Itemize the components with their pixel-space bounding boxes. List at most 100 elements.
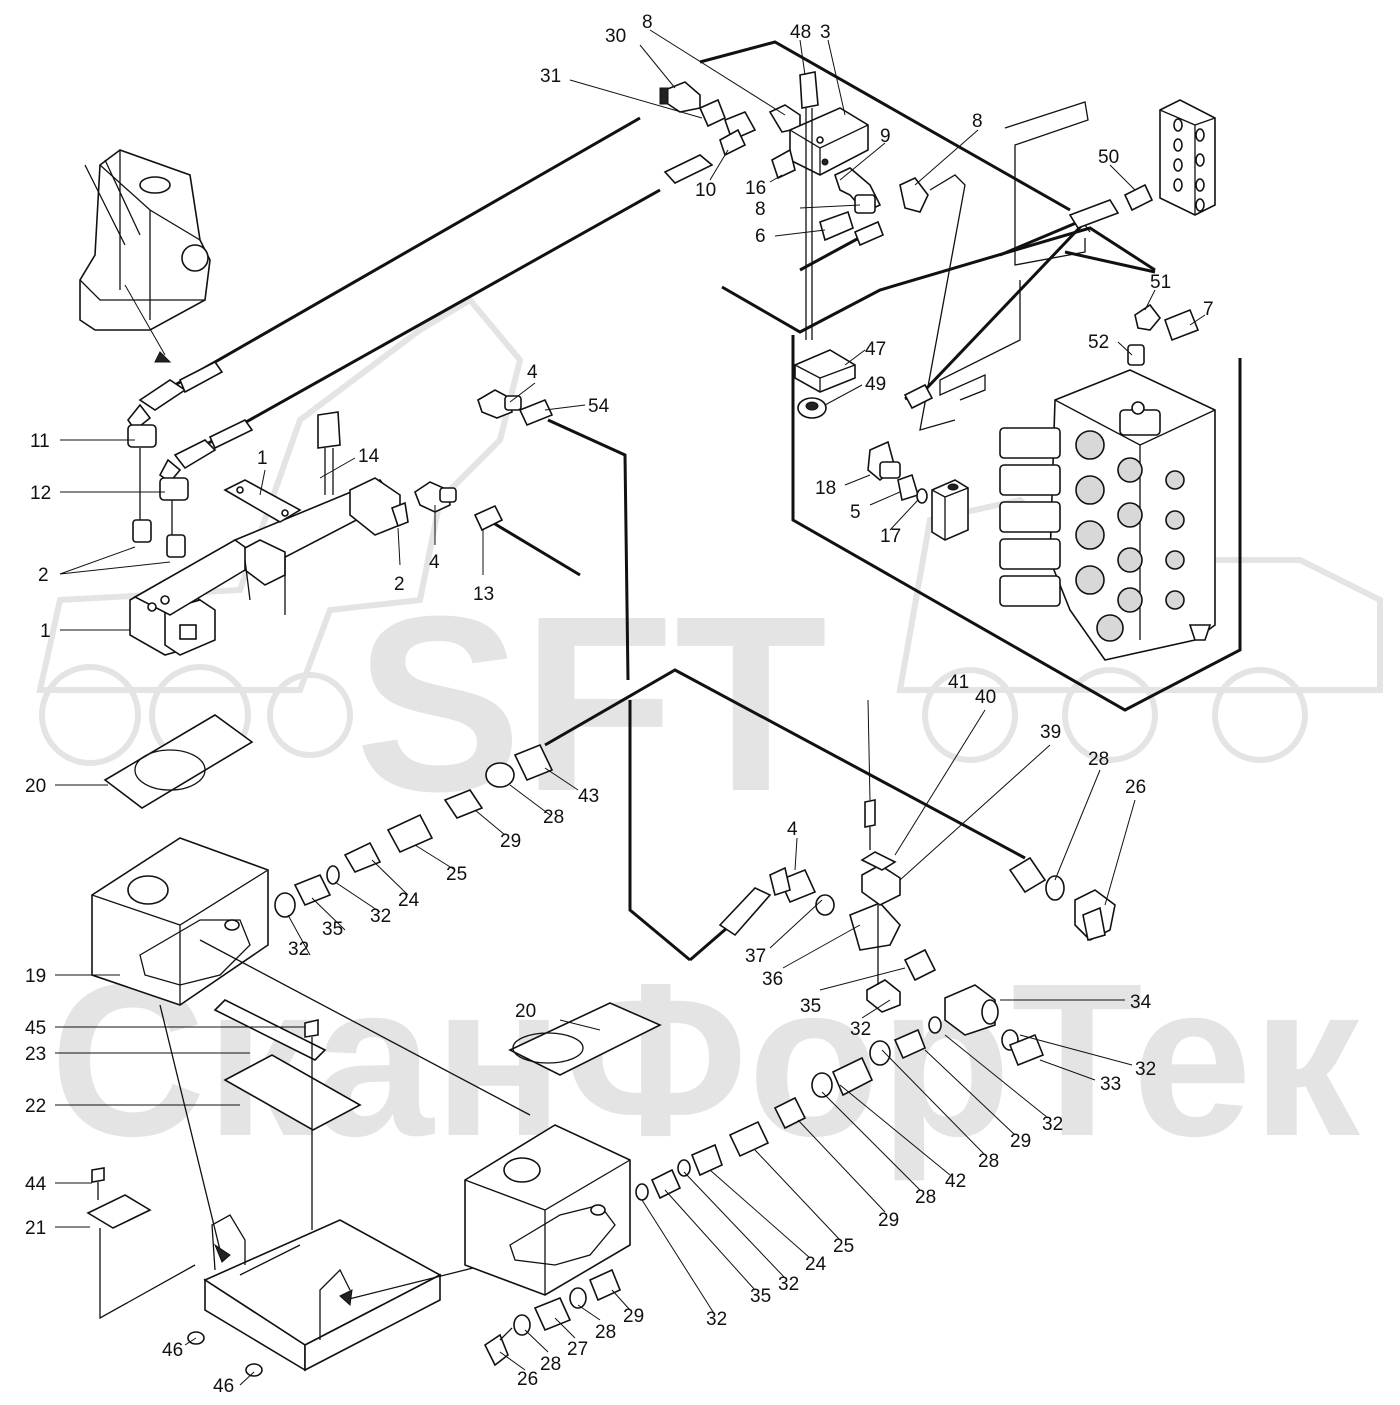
callout-2-left: 2	[38, 565, 49, 586]
tank-2	[464, 1124, 631, 1296]
callout-5: 5	[850, 502, 861, 523]
callout-37: 37	[745, 946, 766, 967]
callout-44: 44	[25, 1174, 47, 1195]
callout-28-f: 28	[540, 1354, 561, 1375]
callout-28-d: 28	[915, 1187, 936, 1208]
callout-12: 12	[30, 483, 51, 504]
callout-33: 33	[1100, 1074, 1121, 1095]
callout-48: 48	[790, 22, 811, 43]
callout-6: 6	[755, 226, 766, 247]
tank-19	[91, 837, 269, 1006]
callout-52: 52	[1088, 332, 1109, 353]
callout-8-top: 8	[642, 12, 653, 33]
callout-47: 47	[865, 339, 886, 360]
callout-34: 34	[1130, 992, 1152, 1013]
callout-4-lower: 4	[787, 819, 798, 840]
callout-29-b: 29	[1010, 1131, 1031, 1152]
watermark-truck-left	[36, 296, 524, 766]
valve-spools	[999, 427, 1061, 607]
callout-50: 50	[1098, 147, 1119, 168]
distributor-fittings	[867, 99, 1216, 541]
top-fittings	[659, 71, 929, 247]
callout-27: 27	[567, 1339, 588, 1360]
callout-8-mid: 8	[755, 199, 766, 220]
callout-36: 36	[762, 969, 783, 990]
callout-9: 9	[880, 126, 891, 147]
manifold-holes	[1173, 118, 1205, 212]
callout-1-left: 1	[40, 621, 51, 642]
callout-32-e: 32	[1042, 1114, 1063, 1135]
callout-20-center: 20	[515, 1001, 536, 1022]
callout-30: 30	[605, 26, 626, 47]
left-connector-chain	[199, 743, 554, 1116]
callout-32-f: 32	[778, 1274, 799, 1295]
callout-35-c: 35	[750, 1286, 771, 1307]
valve-ports	[1075, 430, 1185, 642]
callout-26-b: 26	[517, 1369, 538, 1390]
callout-32-g: 32	[706, 1309, 727, 1330]
callout-4-top: 4	[527, 362, 538, 383]
watermark-logo: SFT	[355, 564, 827, 843]
callout-32-b: 32	[370, 906, 391, 927]
callout-29-c: 29	[878, 1210, 899, 1231]
callout-29-a: 29	[500, 831, 521, 852]
callout-54: 54	[588, 396, 610, 417]
callout-3: 3	[820, 22, 831, 43]
callout-29-d: 29	[623, 1306, 644, 1327]
callout-42: 42	[945, 1171, 966, 1192]
callout-35-a: 35	[322, 919, 343, 940]
callout-46-b: 46	[213, 1376, 234, 1397]
callout-16: 16	[745, 178, 766, 199]
cylinder-fittings	[390, 389, 554, 532]
watermark-company: СканФорТек	[50, 939, 1361, 1182]
boom-bracket	[79, 149, 211, 363]
callout-49: 49	[865, 374, 886, 395]
callout-32-a: 32	[288, 939, 309, 960]
callout-28-c: 28	[978, 1151, 999, 1172]
callout-24-a: 24	[398, 890, 420, 911]
callout-35-b: 35	[800, 996, 821, 1017]
callout-17: 17	[880, 526, 901, 547]
tank-frame	[159, 1004, 486, 1377]
callout-28-e: 28	[595, 1322, 616, 1343]
callout-1-plate: 1	[257, 448, 268, 469]
callout-20-left: 20	[25, 776, 46, 797]
callout-41: 41	[948, 672, 969, 693]
callout-25-a: 25	[446, 864, 467, 885]
callout-labels: 11 12 2 1 1 14 4 54 4 2 13 30 31 8 48 3 …	[25, 12, 1214, 1397]
callout-24-b: 24	[805, 1254, 827, 1275]
hose-fittings-left	[127, 360, 254, 558]
callout-28-b: 28	[1088, 749, 1109, 770]
callout-4-mid: 4	[429, 552, 440, 573]
callout-7: 7	[1203, 299, 1214, 320]
callout-28-a: 28	[543, 807, 564, 828]
callout-10: 10	[695, 180, 716, 201]
callout-19: 19	[25, 966, 46, 987]
callout-31: 31	[540, 66, 561, 87]
callout-23: 23	[25, 1044, 46, 1065]
callout-39: 39	[1040, 722, 1061, 743]
block-47-nut-49	[794, 108, 856, 419]
callout-11: 11	[30, 431, 50, 452]
lower-connector-chain	[635, 799, 1116, 1201]
gasket-20-center	[508, 1002, 662, 1076]
callout-40: 40	[975, 687, 996, 708]
callout-2-right: 2	[394, 574, 405, 595]
callout-13: 13	[473, 584, 494, 605]
callout-18: 18	[815, 478, 836, 499]
callout-25-b: 25	[833, 1236, 854, 1257]
leader-lines	[55, 29, 1206, 1386]
callout-43: 43	[578, 786, 599, 807]
callout-21: 21	[25, 1218, 46, 1239]
callout-32-d: 32	[1135, 1059, 1156, 1080]
callout-8-right: 8	[972, 111, 983, 132]
distributor-valve	[999, 369, 1216, 661]
callout-45: 45	[25, 1018, 46, 1039]
gasket-20-left	[103, 714, 254, 809]
callout-26-a: 26	[1125, 777, 1146, 798]
callout-46-a: 46	[162, 1340, 183, 1361]
rails	[919, 101, 1091, 431]
upper-frame	[699, 40, 1156, 334]
